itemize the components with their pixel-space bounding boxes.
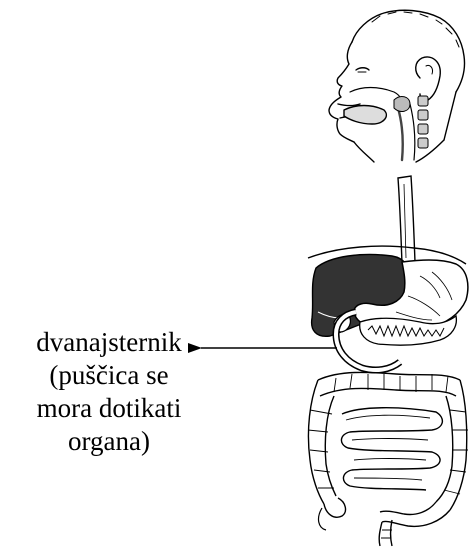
rectum: [379, 520, 392, 546]
label-line-3: mora dotikati: [0, 392, 218, 425]
label-line-1: dvanajsternik: [0, 326, 218, 359]
label-line-4: organa): [0, 425, 218, 458]
small-intestine: [341, 408, 442, 490]
duodenum-label: dvanajsternik (puščica se mora dotikati …: [0, 326, 218, 458]
esophagus: [398, 176, 415, 264]
head-illustration: [329, 10, 465, 162]
label-line-2: (puščica se: [0, 359, 218, 392]
